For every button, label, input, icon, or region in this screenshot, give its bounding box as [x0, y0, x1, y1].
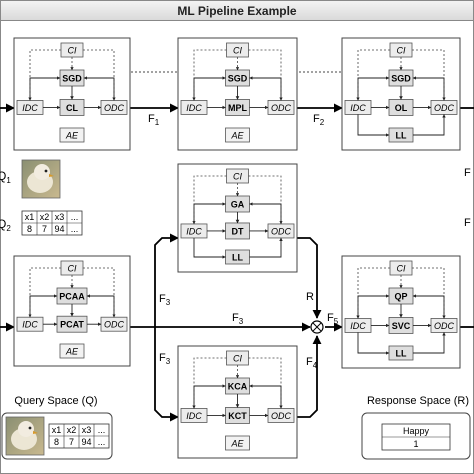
ae-box: AE	[65, 131, 79, 141]
odc-box: ODC	[104, 320, 125, 330]
svg-text:94: 94	[54, 224, 64, 234]
query-space-label: Query Space (Q)	[14, 395, 97, 407]
response-value: 1	[413, 439, 418, 449]
pipeline-block-b1: CI IDC ODC SGD CL AE	[13, 37, 131, 151]
algo-top-box: SGD	[391, 74, 411, 84]
ci-box: CI	[233, 172, 242, 182]
odc-box: ODC	[271, 226, 292, 236]
flow-label-f4: F4	[306, 356, 318, 370]
flow-label-f1: F1	[148, 113, 160, 127]
ci-box: CI	[68, 264, 77, 274]
algo-top-box: SGD	[62, 74, 82, 84]
svg-text:x1: x1	[52, 425, 62, 435]
response-space-label: Response Space (R)	[367, 395, 469, 407]
algo-top-box: KCA	[228, 382, 248, 392]
pipeline-block-b5: CI IDC ODC PCAA PCAT AE	[13, 255, 131, 367]
svg-text:...: ...	[98, 425, 106, 435]
query-space-box: x1 x2 x3 ... 8 7 94 ...	[1, 412, 113, 460]
ci-box: CI	[233, 46, 242, 56]
idc-box: IDC	[186, 411, 202, 421]
algo-bottom-box: LL	[396, 131, 407, 141]
pipeline-block-b6: CI IDC ODC QP SVC LL	[341, 255, 461, 369]
svg-text:...: ...	[71, 224, 79, 234]
flow-label-r: R	[306, 291, 314, 303]
svg-text:x3: x3	[82, 425, 92, 435]
ci-box: CI	[68, 46, 77, 56]
idc-box: IDC	[22, 320, 38, 330]
pipeline-block-b4: CI IDC ODC GA DT LL	[177, 163, 298, 273]
pipeline-block-b7: CI IDC ODC KCA KCT AE	[177, 345, 298, 459]
odc-box: ODC	[271, 411, 292, 421]
ci-box: CI	[233, 354, 242, 364]
algo-top-box: QP	[394, 292, 407, 302]
flow-label-f2: F2	[313, 113, 325, 127]
pipeline-block-b3: CI IDC ODC SGD OL LL	[341, 37, 461, 151]
ae-box: AE	[230, 131, 244, 141]
query-2-table: x1 x2 x3 ... 8 7 94 ...	[21, 210, 83, 236]
diagram-title: ML Pipeline Example	[177, 4, 296, 18]
svg-text:...: ...	[71, 212, 79, 222]
algo-mid-box: MPL	[228, 103, 248, 113]
right-edge-f-top: F	[464, 167, 471, 179]
idc-box: IDC	[350, 321, 366, 331]
algo-bottom-box: LL	[396, 349, 407, 359]
query-1-image	[21, 159, 61, 199]
algo-mid-box: CL	[66, 103, 78, 113]
merge-node	[310, 320, 324, 334]
svg-text:...: ...	[98, 437, 106, 447]
main-flows	[0, 103, 474, 422]
odc-box: ODC	[271, 103, 292, 113]
ci-box: CI	[397, 264, 406, 274]
svg-text:x3: x3	[55, 212, 65, 222]
algo-mid-box: PCAT	[60, 320, 84, 330]
algo-mid-box: OL	[395, 103, 408, 113]
algo-mid-box: KCT	[228, 411, 247, 421]
svg-text:x2: x2	[40, 212, 50, 222]
svg-text:x2: x2	[67, 425, 77, 435]
algo-bottom-box: LL	[232, 253, 243, 263]
svg-text:8: 8	[27, 224, 32, 234]
svg-text:7: 7	[42, 224, 47, 234]
query-2-label: Q2	[0, 217, 11, 233]
svg-text:x1: x1	[25, 212, 35, 222]
algo-mid-box: DT	[232, 226, 244, 236]
idc-box: IDC	[350, 103, 366, 113]
flow-label-f3-main: F3	[232, 312, 244, 326]
query-1-label: Q1	[0, 169, 11, 185]
pipeline-blocks: CI IDC ODC SGD CL AE CI IDC ODC SGD MPL AE CI IDC ODC S…	[13, 37, 461, 459]
pipeline-block-b2: CI IDC ODC SGD MPL AE	[177, 37, 298, 151]
idc-box: IDC	[22, 103, 38, 113]
idc-box: IDC	[186, 103, 202, 113]
right-edge-f-bot: F	[464, 217, 471, 229]
odc-box: ODC	[434, 103, 455, 113]
odc-box: ODC	[434, 321, 455, 331]
ae-box: AE	[230, 439, 244, 449]
algo-top-box: PCAA	[59, 292, 85, 302]
flow-label-f3-lower: F3	[159, 352, 171, 366]
odc-box: ODC	[104, 103, 125, 113]
response-class: Happy	[403, 426, 430, 436]
ae-box: AE	[65, 347, 79, 357]
response-space-box: Happy 1	[361, 412, 471, 460]
svg-text:94: 94	[81, 437, 91, 447]
flow-label-f5: F5	[327, 312, 339, 326]
algo-top-box: SGD	[228, 74, 248, 84]
ci-box: CI	[397, 46, 406, 56]
svg-text:8: 8	[54, 437, 59, 447]
algo-mid-box: SVC	[392, 321, 411, 331]
idc-box: IDC	[186, 226, 202, 236]
flow-label-f3-upper: F3	[159, 293, 171, 307]
algo-top-box: GA	[231, 200, 245, 210]
svg-text:7: 7	[69, 437, 74, 447]
